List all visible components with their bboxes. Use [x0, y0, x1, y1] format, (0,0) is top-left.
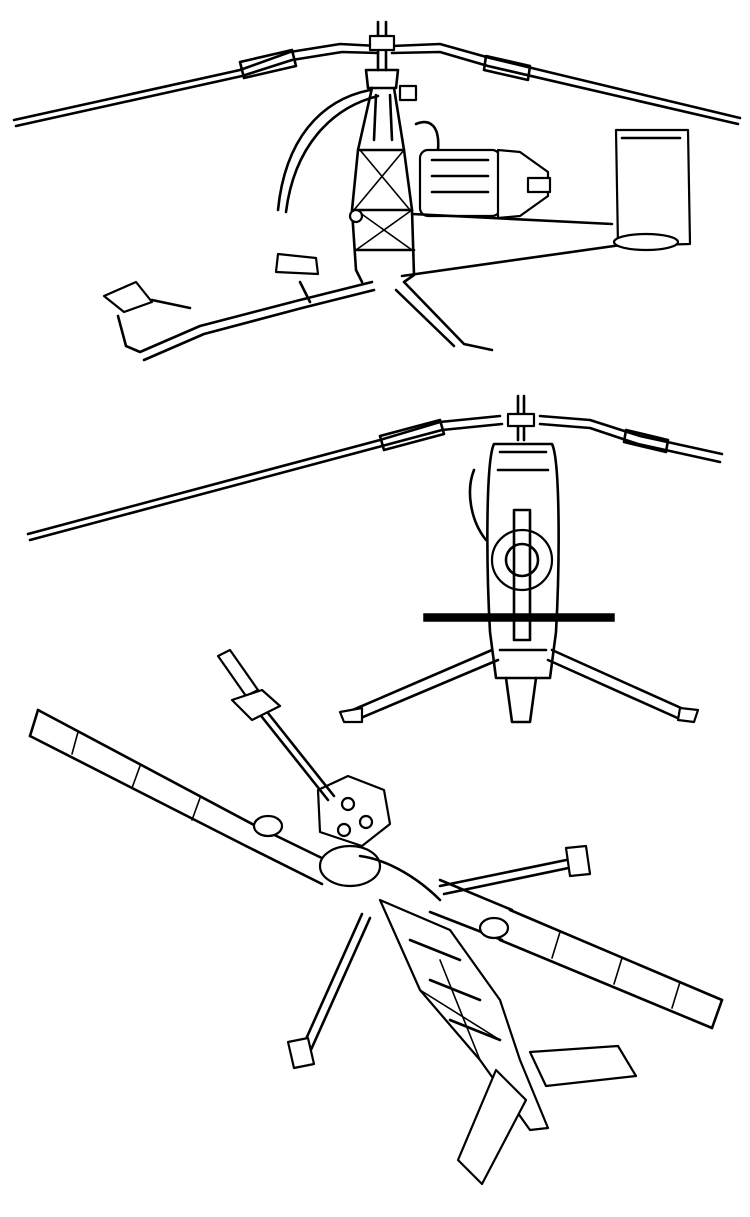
- front-rotor-blades: [26, 414, 724, 542]
- front-rotor-hub: [506, 394, 536, 442]
- side-frame: [348, 84, 418, 284]
- side-tail-boom: [400, 212, 630, 278]
- side-rotor-hub: [364, 20, 400, 90]
- side-landing-gear: [102, 252, 494, 362]
- top-landing-gear: [286, 844, 592, 1070]
- top-rotor-blade-right: [428, 878, 724, 1030]
- top-hub-details: [252, 814, 510, 940]
- side-engine: [414, 120, 552, 220]
- front-landing-gear: [338, 648, 700, 724]
- top-fuselage: [316, 774, 550, 1132]
- side-tail-rotor: [612, 128, 692, 252]
- side-control-arc: [276, 88, 380, 214]
- front-fuselage: [468, 442, 560, 724]
- front-horizontal-bar: [423, 613, 615, 622]
- top-tail: [456, 1044, 638, 1186]
- side-rotor-blades: [12, 42, 742, 128]
- side-view: [12, 20, 742, 362]
- top-control-stick: [216, 648, 336, 802]
- top-view: [28, 648, 724, 1186]
- front-view: [26, 394, 724, 724]
- top-rotor-blade-left: [28, 708, 332, 886]
